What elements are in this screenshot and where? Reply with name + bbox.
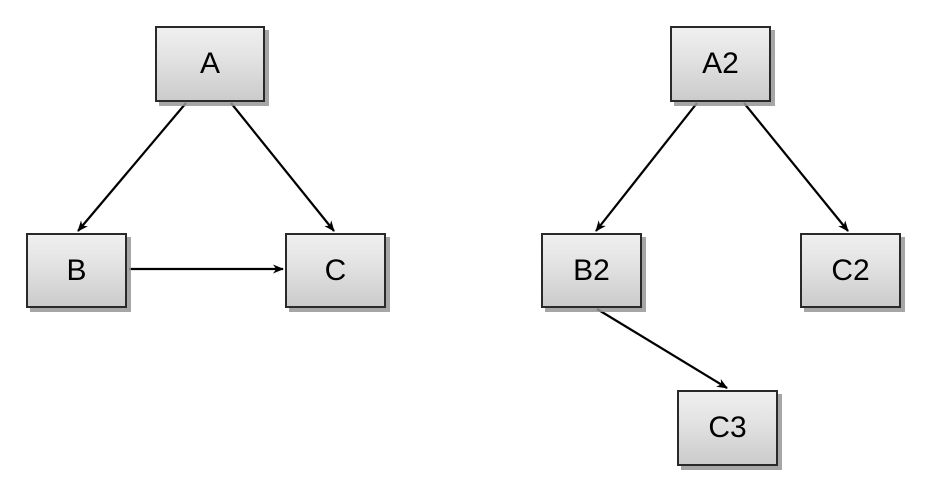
edge-a2-to-c2 [743, 102, 849, 232]
node-label: B [66, 253, 87, 287]
edge-a2-to-b2 [595, 102, 698, 232]
edges-group [77, 102, 849, 389]
edge-a-to-c [230, 102, 335, 232]
node-label: C2 [831, 253, 870, 287]
node-a[interactable]: A [155, 26, 265, 102]
node-label: A [199, 47, 220, 80]
edge-b2-to-c3 [596, 308, 728, 389]
node-c3[interactable]: C3 [677, 390, 778, 466]
edge-a-to-b [77, 102, 187, 232]
node-c2[interactable]: C2 [800, 233, 901, 308]
node-c[interactable]: C [285, 233, 386, 308]
node-label: C [324, 253, 347, 287]
node-b2[interactable]: B2 [541, 233, 642, 308]
node-a2[interactable]: A2 [670, 26, 771, 102]
node-b[interactable]: B [26, 233, 127, 308]
node-label: B2 [573, 253, 610, 287]
node-label: A2 [702, 47, 739, 80]
node-label: C3 [708, 411, 747, 444]
